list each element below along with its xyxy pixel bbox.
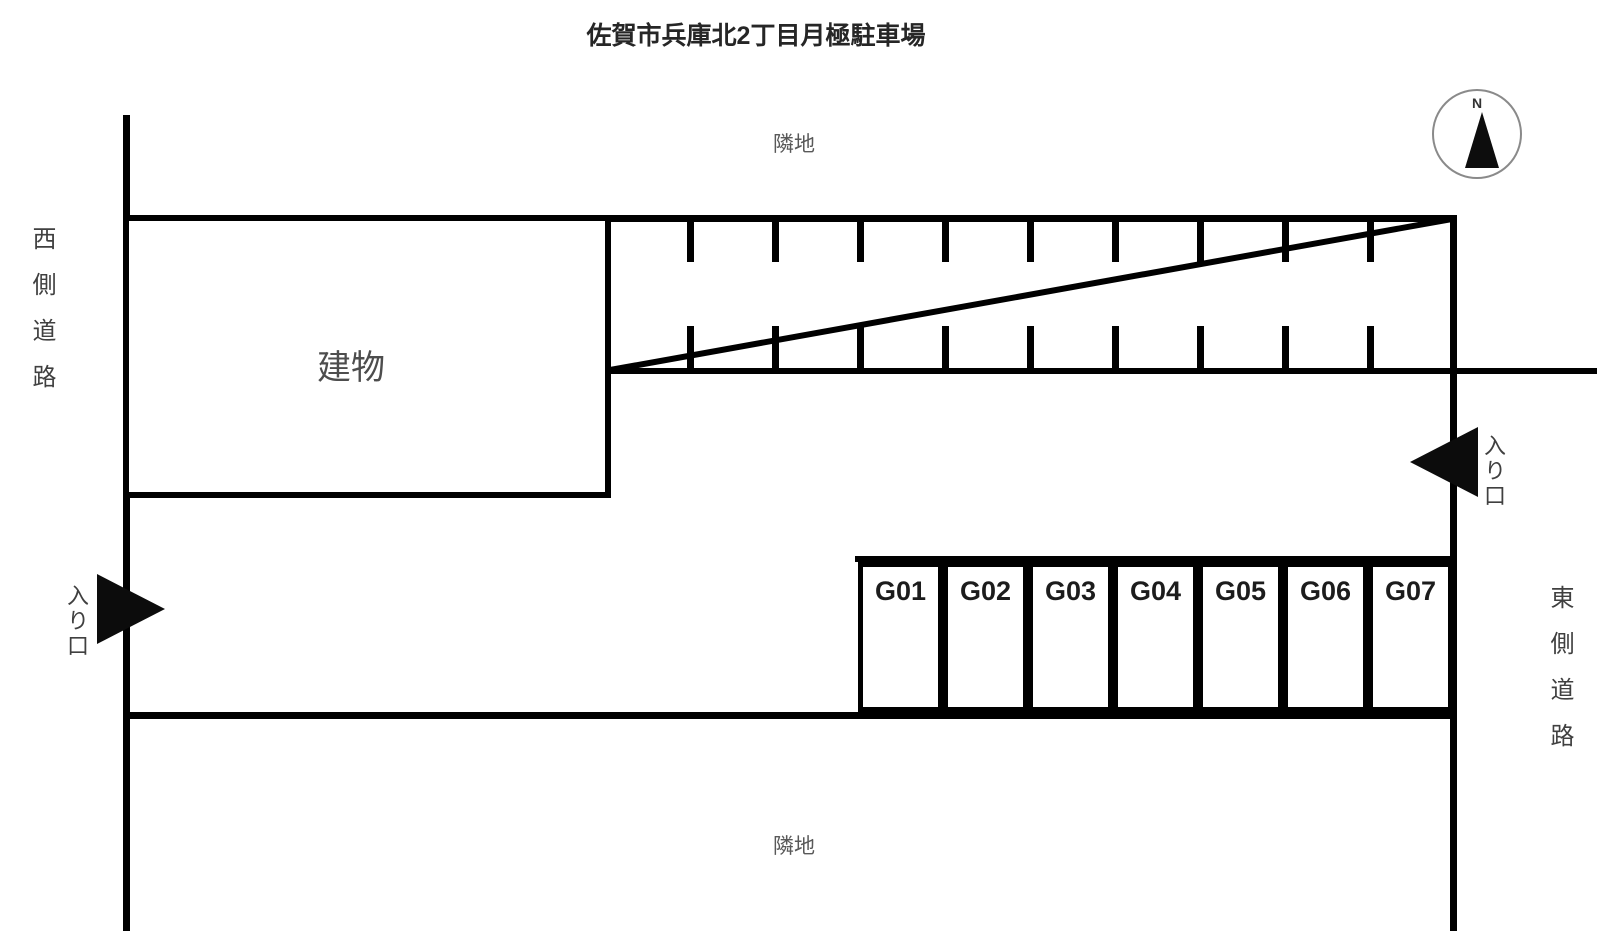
building-outline (123, 215, 611, 498)
entrance-label-west: 入り口 (64, 584, 89, 659)
north-arrow-icon (1465, 112, 1499, 168)
parking-stall-g02: G02 (943, 562, 1028, 712)
parking-stall-g03: G03 (1028, 562, 1113, 712)
parking-stall-g06: G06 (1283, 562, 1368, 712)
stall-label: G05 (1214, 576, 1267, 606)
east-road-label: 東側道路 (1546, 585, 1573, 769)
adjacent-land-label-bottom: 隣地 (773, 835, 815, 858)
top-row-bottom-line (605, 368, 1597, 374)
stall-label: G03 (1044, 576, 1097, 606)
page-title: 佐賀市兵庫北2丁目月極駐車場 (586, 22, 926, 50)
south-boundary-line (123, 712, 1457, 719)
compass-north-label: N (1471, 95, 1483, 111)
parking-stall-g04: G04 (1113, 562, 1198, 712)
stall-label: G01 (874, 576, 927, 606)
entrance-arrow-west-icon (97, 574, 165, 644)
stall-label: G02 (959, 576, 1012, 606)
g-row-top-line (855, 556, 1457, 562)
stall-label: G06 (1299, 576, 1352, 606)
stall-label: G07 (1384, 576, 1437, 606)
entrance-label-east: 入り口 (1481, 434, 1506, 509)
east-boundary-line (1450, 215, 1457, 931)
parking-stall-g01: G01 (858, 562, 943, 712)
west-boundary-line (123, 115, 130, 931)
building-label: 建物 (317, 349, 385, 387)
compass-rose: N (1432, 89, 1522, 179)
stall-label: G04 (1129, 576, 1182, 606)
erased-label-band (668, 262, 1400, 326)
entrance-arrow-east-icon (1410, 427, 1478, 497)
parking-stall-g07: G07 (1368, 562, 1453, 712)
adjacent-land-label-top: 隣地 (773, 133, 815, 156)
parking-stall-g05: G05 (1198, 562, 1283, 712)
west-road-label: 西側道路 (28, 226, 55, 410)
